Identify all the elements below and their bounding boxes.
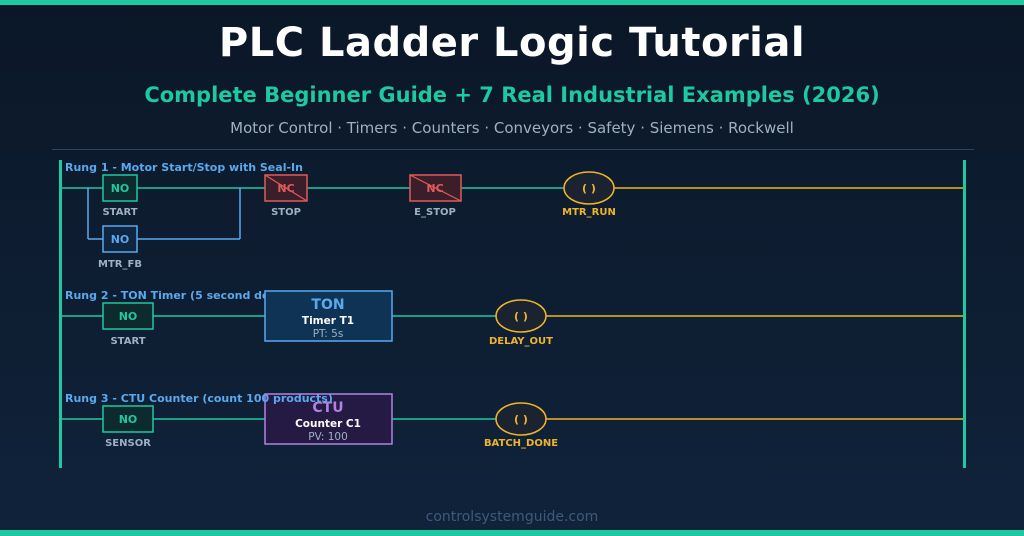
- counter-block-ctu: CTU Counter C1 PV: 100: [264, 393, 393, 445]
- coil-mtr-run: ( ) MTR_RUN: [562, 171, 616, 218]
- coil-tag-label: MTR_RUN: [562, 207, 616, 218]
- rung-1: Rung 1 - Motor Start/Stop with Seal-In N…: [62, 161, 963, 270]
- contact-estop-nc: NC E_STOP: [409, 174, 462, 218]
- contact-type-label: NO: [119, 310, 138, 323]
- contact-tag-label: START: [102, 207, 137, 218]
- top-accent-bar: [0, 0, 1024, 5]
- contact-tag-label: START: [110, 336, 145, 347]
- rung-2-title: Rung 2 - TON Timer (5 second delay): [65, 289, 293, 302]
- page-title: PLC Ladder Logic Tutorial: [218, 20, 806, 66]
- rung-2: Rung 2 - TON Timer (5 second delay) NO S…: [62, 289, 963, 347]
- coil-tag-label: DELAY_OUT: [489, 336, 553, 347]
- contact-tag-label: MTR_FB: [98, 259, 142, 270]
- contact-type-label: NC: [277, 182, 294, 195]
- rung-3-title: Rung 3 - CTU Counter (count 100 products…: [65, 392, 333, 405]
- contact-tag-label: SENSOR: [105, 438, 151, 449]
- coil-tag-label: BATCH_DONE: [484, 438, 558, 449]
- block-kind: CTU: [312, 400, 343, 416]
- coil-symbol: ( ): [582, 182, 596, 195]
- contact-type-label: NO: [119, 413, 138, 426]
- coil-delay-out: ( ) DELAY_OUT: [489, 299, 553, 347]
- header-divider: [52, 149, 974, 150]
- coil-symbol: ( ): [514, 413, 528, 426]
- left-power-rail: [59, 160, 62, 468]
- contact-type-label: NO: [111, 182, 130, 195]
- right-power-rail: [963, 160, 966, 468]
- block-kind: TON: [311, 297, 344, 313]
- block-name: Counter C1: [295, 418, 361, 430]
- block-param: PV: 100: [308, 431, 348, 443]
- block-name: Timer T1: [302, 315, 354, 327]
- contact-stop-nc: NC STOP: [264, 174, 308, 218]
- timer-block-ton: TON Timer T1 PT: 5s: [264, 290, 393, 342]
- contact-type-label: NC: [426, 182, 443, 195]
- contact-start-no: NO START: [102, 174, 138, 218]
- contact-start-no: NO START: [102, 302, 154, 347]
- contact-type-label: NO: [111, 233, 130, 246]
- contact-tag-label: STOP: [271, 207, 301, 218]
- contact-mtr-fb-no: NO MTR_FB: [98, 225, 142, 270]
- coil-symbol: ( ): [514, 310, 528, 323]
- rung-3: NO SENSOR CTU Counter C1 PV: 100 Rung 3 …: [62, 392, 963, 449]
- coil-batch-done: ( ) BATCH_DONE: [484, 402, 558, 449]
- contact-sensor-no: NO SENSOR: [102, 405, 154, 449]
- page-subtitle: Complete Beginner Guide + 7 Real Industr…: [144, 83, 880, 107]
- block-param: PT: 5s: [313, 328, 344, 340]
- contact-tag-label: E_STOP: [414, 207, 456, 218]
- bottom-accent-bar: [0, 530, 1024, 536]
- topic-tagline: Motor Control · Timers · Counters · Conv…: [230, 119, 794, 137]
- rung-1-title: Rung 1 - Motor Start/Stop with Seal-In: [65, 161, 303, 174]
- footer-site: controlsystemguide.com: [425, 509, 599, 525]
